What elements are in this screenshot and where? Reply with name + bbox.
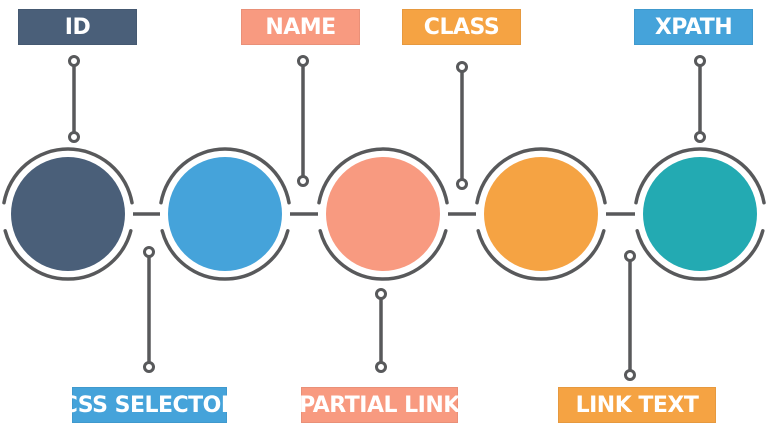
connector-class-dot bbox=[456, 61, 468, 73]
connector-css-selector-dot bbox=[143, 246, 155, 258]
disc-xpath bbox=[643, 157, 757, 271]
label-css-selector-text: CSS SELECTOR bbox=[61, 392, 238, 418]
label-name: NAME bbox=[241, 9, 360, 45]
disc-css-selector bbox=[168, 157, 282, 271]
disc-class bbox=[484, 157, 598, 271]
connector-partial-link-dot bbox=[375, 288, 387, 300]
connector-link-text-dot bbox=[624, 369, 636, 381]
label-class: CLASS bbox=[402, 9, 521, 45]
ring-top-css-selector bbox=[159, 147, 291, 205]
label-link-text: LINK TEXT bbox=[558, 387, 716, 423]
label-xpath-text: XPATH bbox=[654, 14, 733, 40]
ring-bottom-xpath bbox=[635, 229, 765, 281]
label-class-text: CLASS bbox=[423, 14, 500, 40]
ring-top-id bbox=[2, 147, 134, 205]
connector-id-dot bbox=[68, 55, 80, 67]
connector-layer bbox=[68, 55, 706, 381]
connector-xpath-dot bbox=[694, 55, 706, 67]
ring-top-class bbox=[475, 147, 607, 205]
connector-partial-link-dot bbox=[375, 361, 387, 373]
connector-name-dot bbox=[297, 55, 309, 67]
ring-bottom-id bbox=[3, 229, 133, 281]
connector-css-selector-dot bbox=[143, 361, 155, 373]
label-link-text-text: LINK TEXT bbox=[575, 392, 699, 418]
connector-name-dot bbox=[297, 175, 309, 187]
connector-xpath-dot bbox=[694, 131, 706, 143]
circle-layer bbox=[2, 147, 766, 281]
ring-top-name bbox=[317, 147, 449, 205]
ring-top-xpath bbox=[634, 147, 766, 205]
label-xpath: XPATH bbox=[634, 9, 753, 45]
label-partial-link-text: PARTIAL LINK bbox=[299, 392, 460, 418]
disc-id bbox=[11, 157, 125, 271]
label-id-text: ID bbox=[64, 14, 91, 40]
ring-bottom-css-selector bbox=[160, 229, 290, 281]
ring-bottom-name bbox=[318, 229, 448, 281]
label-css-selector: CSS SELECTOR bbox=[62, 387, 238, 423]
disc-name bbox=[326, 157, 440, 271]
label-id: ID bbox=[18, 9, 137, 45]
connector-link-text-dot bbox=[624, 250, 636, 262]
label-partial-link: PARTIAL LINK bbox=[299, 387, 460, 423]
connector-class-dot bbox=[456, 178, 468, 190]
ring-bottom-class bbox=[476, 229, 606, 281]
connector-id-dot bbox=[68, 131, 80, 143]
label-name-text: NAME bbox=[265, 14, 336, 40]
